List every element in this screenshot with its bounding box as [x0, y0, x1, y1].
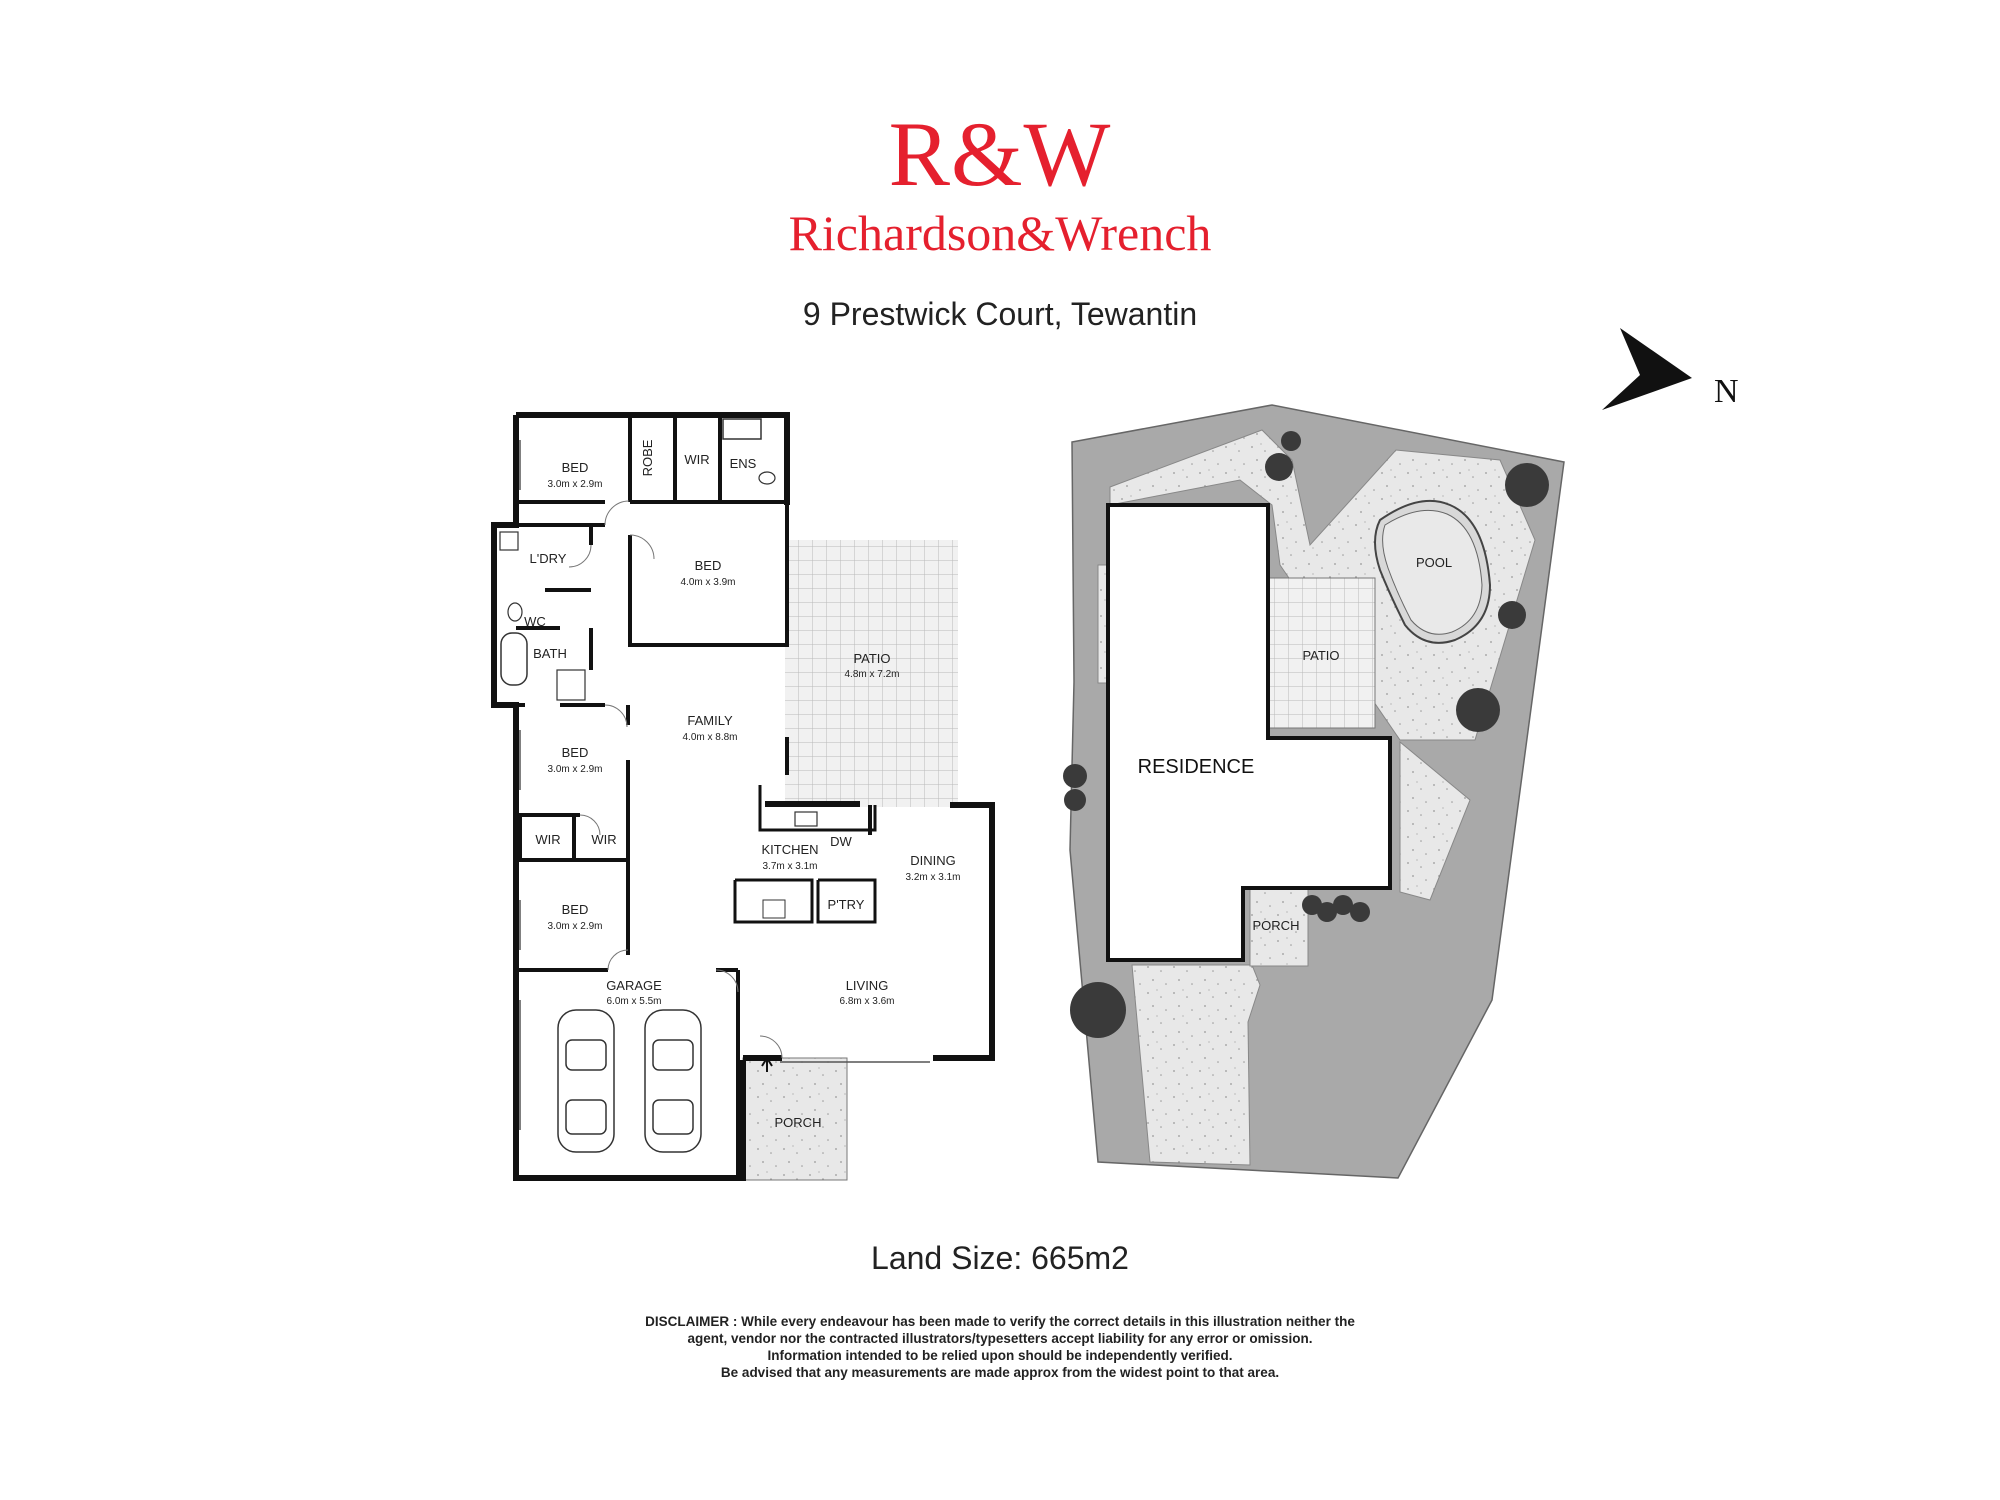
room-laundry-label: L'DRY [530, 551, 567, 566]
kitchen-benches [733, 785, 877, 924]
land-size-label: Land Size: [871, 1240, 1023, 1276]
room-dining-label: DINING [910, 853, 956, 868]
room-bed-2-dims: 4.0m x 3.9m [680, 577, 735, 588]
room-bath-label: BATH [533, 646, 567, 661]
front-porch-paving [742, 1057, 848, 1181]
ensuite-toilet [758, 471, 776, 485]
room-bed-1-dims: 3.0m x 2.9m [547, 479, 602, 490]
tree [1265, 453, 1293, 481]
tree [1505, 463, 1549, 507]
site-plan: POOL PATIO RESIDENCE PORCH [1063, 404, 1565, 1179]
tree [1070, 982, 1126, 1038]
north-label: N [1714, 373, 1739, 410]
room-pantry-label: P'TRY [828, 897, 865, 912]
room-bed-2-label: BED [695, 558, 722, 573]
room-bed-4-label: BED [562, 902, 589, 917]
tree [1456, 688, 1500, 732]
brand-logo-name: Richardson&Wrench [788, 205, 1212, 261]
door-swings [568, 500, 783, 1059]
room-wc-label: WC [524, 614, 546, 629]
driveway-paving [1131, 964, 1261, 1166]
property-address: 9 Prestwick Court, Tewantin [802, 296, 1198, 332]
brand-logo-mark: R&W [888, 103, 1112, 205]
site-patio-label: PATIO [1302, 648, 1339, 663]
site-patio [1267, 577, 1376, 729]
site-porch-label: PORCH [1253, 918, 1300, 933]
room-family-label: FAMILY [687, 713, 733, 728]
room-bed-3-dims: 3.0m x 2.9m [547, 764, 602, 775]
residence-footprint [1106, 503, 1392, 962]
site-pool-label: POOL [1416, 555, 1452, 570]
tree [1350, 902, 1370, 922]
ensuite-shower [722, 418, 762, 440]
tree [1333, 895, 1353, 915]
room-patio-dims: 4.8m x 7.2m [844, 669, 899, 680]
room-living-label: LIVING [846, 978, 889, 993]
room-bed-3-label: BED [562, 745, 589, 760]
disclaimer-line: Be advised that any measurements are mad… [720, 1365, 1280, 1380]
land-size: Land Size: 665m2 [0, 1240, 2000, 1277]
room-family-dims: 4.0m x 8.8m [682, 732, 737, 743]
land-size-value: 665m2 [1031, 1240, 1129, 1276]
cooktop [762, 899, 786, 919]
pool-inner [1382, 509, 1483, 635]
room-wir-ensuite-label: WIR [684, 452, 709, 467]
room-dining-dims: 3.2m x 3.1m [905, 872, 960, 883]
site-residence-label: RESIDENCE [1138, 756, 1255, 778]
trees [1063, 431, 1549, 1038]
north-arrow-icon [1602, 328, 1692, 410]
room-ens-label: ENS [730, 456, 757, 471]
bath-shower [556, 669, 586, 701]
room-kitchen-label: KITCHEN [761, 842, 818, 857]
room-living-dims: 6.8m x 3.6m [839, 996, 894, 1007]
bathtub [500, 632, 528, 686]
laundry-tub [499, 531, 519, 551]
garage-cars [557, 1009, 702, 1153]
floor-plan: BED 3.0m x 2.9m ROBE WIR ENS L'DRY BED 4… [491, 412, 995, 1181]
room-patio-label: PATIO [853, 651, 890, 666]
room-kitchen-dims: 3.7m x 3.1m [762, 861, 817, 872]
windows [519, 440, 930, 1130]
room-dw-label: DW [830, 834, 852, 849]
disclaimer-line: agent, vendor nor the contracted illustr… [687, 1331, 1313, 1346]
room-bed-4-dims: 3.0m x 2.9m [547, 921, 602, 932]
tree [1281, 431, 1301, 451]
room-wir-3-label: WIR [591, 832, 616, 847]
tree [1063, 764, 1087, 788]
kitchen-sink [794, 811, 818, 827]
patio-paving [785, 540, 958, 807]
room-bed-1-label: BED [562, 460, 589, 475]
room-porch-label: PORCH [775, 1115, 822, 1130]
room-wir-2-label: WIR [535, 832, 560, 847]
garden-paving-east [1399, 740, 1471, 901]
disclaimer-line: Information intended to be relied upon s… [767, 1348, 1233, 1363]
entry-arrow-icon [761, 1056, 773, 1072]
north-compass: N [1602, 328, 1739, 410]
tree [1317, 902, 1337, 922]
tree [1498, 601, 1526, 629]
wc-toilet [507, 602, 523, 622]
disclaimer-line: DISCLAIMER : While every endeavour has b… [645, 1314, 1355, 1329]
disclaimer: DISCLAIMER : While every endeavour has b… [0, 1313, 2000, 1381]
tree [1064, 789, 1086, 811]
room-garage-dims: 6.0m x 5.5m [606, 996, 661, 1007]
interior-walls [494, 415, 872, 1178]
room-robe-label: ROBE [640, 439, 655, 476]
tree [1302, 895, 1322, 915]
room-garage-label: GARAGE [606, 978, 662, 993]
